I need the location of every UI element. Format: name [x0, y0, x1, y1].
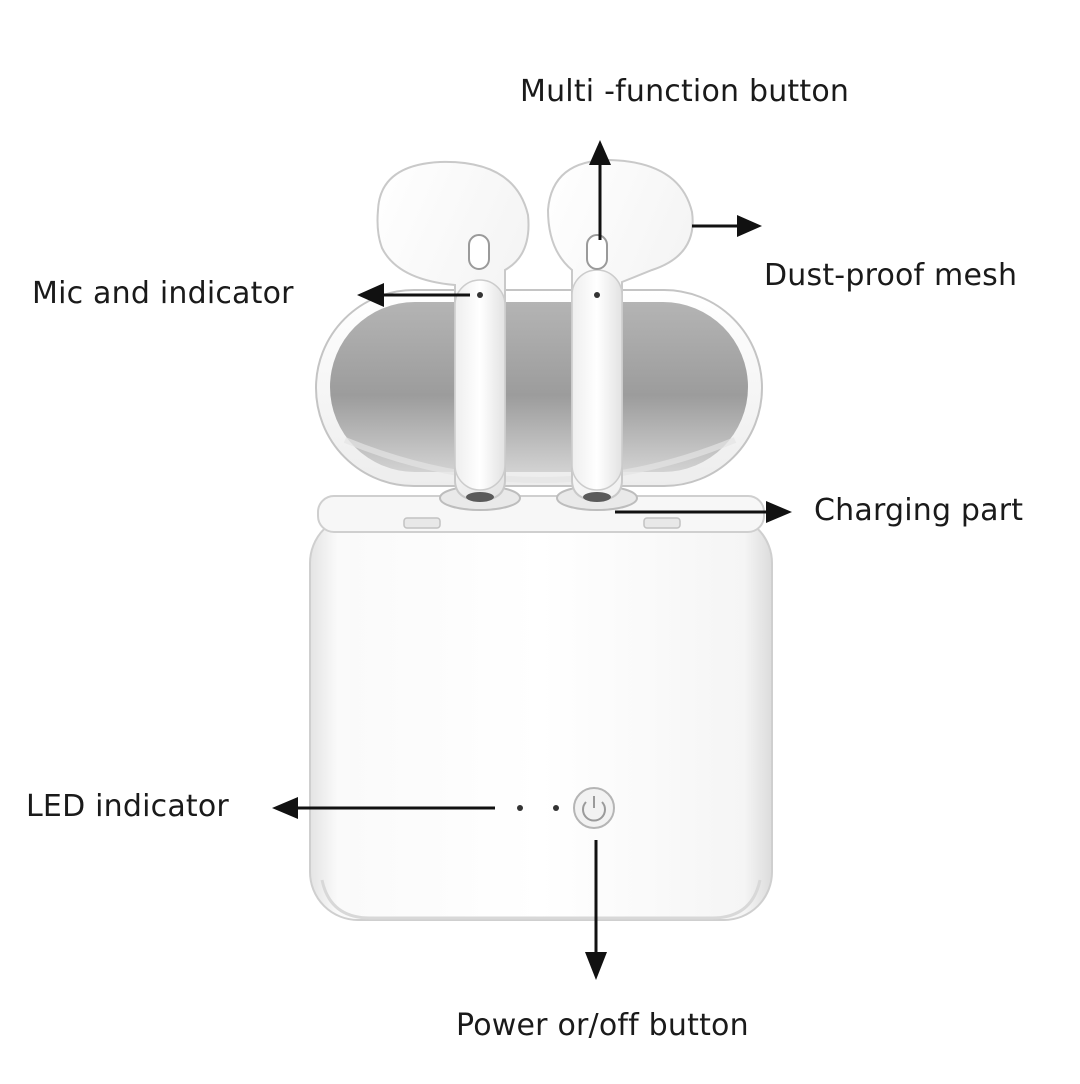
label-led-indicator: LED indicator	[26, 789, 229, 824]
case-body	[309, 514, 773, 921]
right-earbud	[546, 158, 694, 502]
arrowhead	[585, 952, 607, 980]
multi-function-button	[586, 234, 608, 270]
charging-contact	[466, 492, 494, 502]
lid-cavity	[330, 302, 748, 472]
power-icon	[573, 787, 615, 829]
arrowhead	[766, 501, 792, 523]
hinge-slot	[403, 517, 441, 529]
mic-dot	[477, 292, 483, 298]
arrowhead	[589, 140, 611, 165]
mic-dot	[594, 292, 600, 298]
hinge-slot	[643, 517, 681, 529]
arrowhead	[357, 283, 384, 307]
case-lid	[315, 289, 763, 487]
arrowhead	[272, 797, 298, 819]
callout-arrows	[272, 140, 792, 980]
label-multi-function-button: Multi -function button	[520, 74, 850, 109]
multi-function-button	[468, 234, 490, 270]
led-dot	[553, 805, 559, 811]
charging-case	[309, 495, 773, 921]
label-power-button: Power or/off button	[456, 1008, 749, 1043]
case-rim	[317, 495, 765, 533]
charging-contact	[583, 492, 611, 502]
label-mic-and-indicator: Mic and indicator	[32, 276, 294, 311]
arrowhead	[737, 215, 762, 237]
label-dust-proof-mesh: Dust-proof mesh	[764, 258, 1018, 293]
label-charging-part: Charging part	[814, 493, 1024, 528]
left-earbud	[376, 160, 530, 502]
led-dot	[517, 805, 523, 811]
